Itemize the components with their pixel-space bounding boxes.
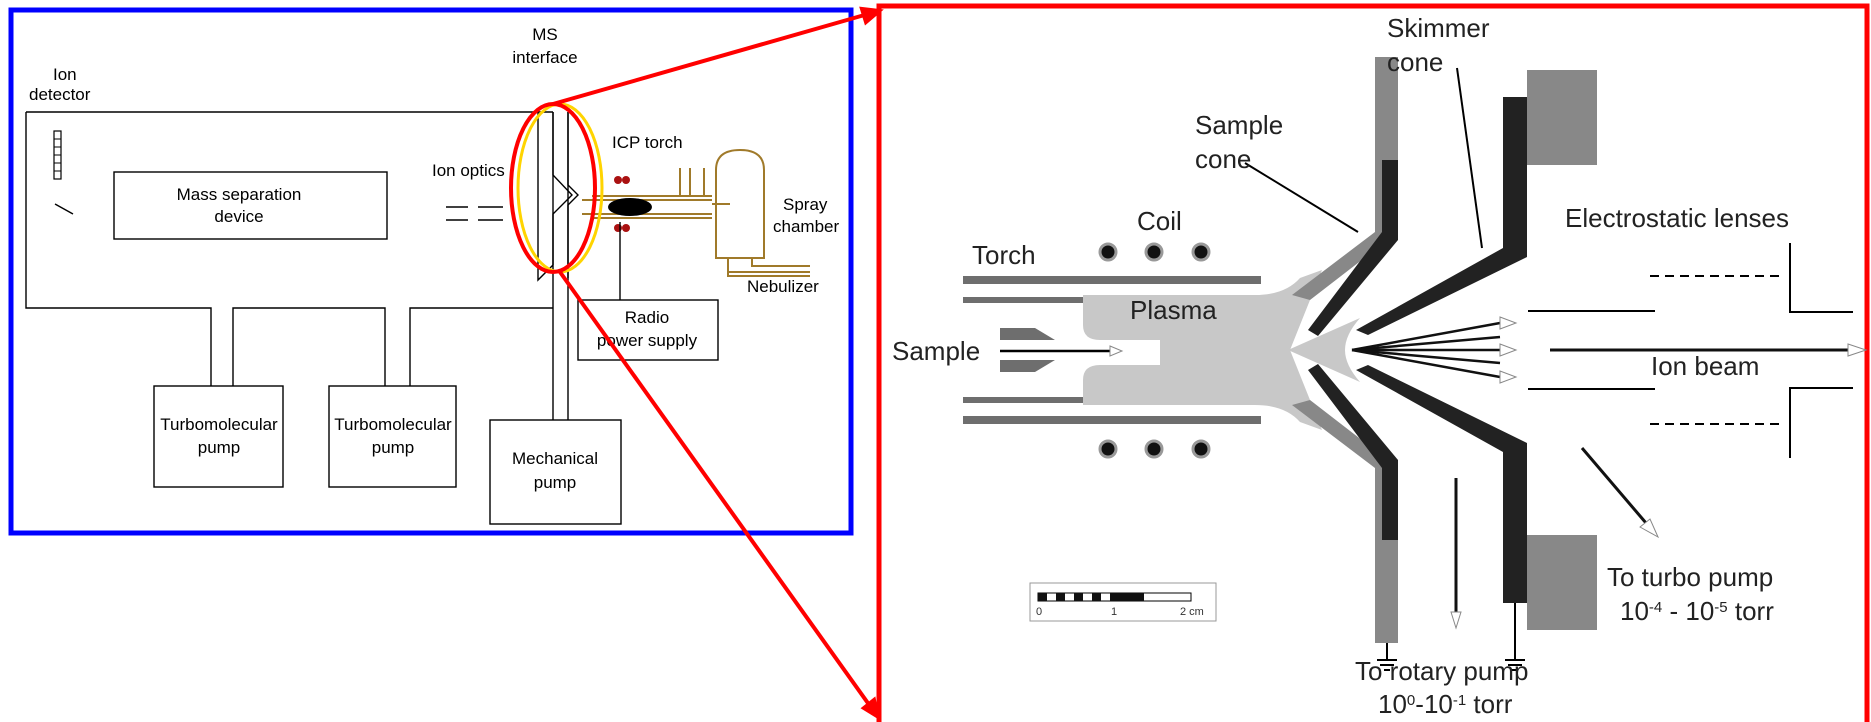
skimmer-cone-label-line1: Skimmer (1387, 13, 1490, 43)
detail-frame (876, 3, 1870, 722)
central-ion-beam-arrowhead (1847, 343, 1868, 357)
turbomolecular-pump-2 (328, 385, 457, 488)
electrostatic-lenses (1528, 243, 1853, 458)
instrument-housing (25, 111, 553, 386)
nebulizer-label: Nebulizer (747, 277, 819, 296)
turbo-pump-arrow (1580, 447, 1648, 524)
icp-plasma-flame (608, 198, 652, 216)
coil-icon (1098, 242, 1211, 459)
torch-tubes (963, 276, 1261, 424)
zoom-highlight-yellow (516, 102, 604, 274)
ground-icon (1377, 603, 1525, 671)
plasma-label: Plasma (1130, 295, 1217, 325)
ion-detector-label-line1: Ion (53, 65, 77, 84)
mechanical-pump (489, 419, 622, 525)
sample-cone-dark-upper (1308, 160, 1398, 336)
sample-cone-label-line2: cone (1195, 144, 1251, 174)
coil-label: Coil (1137, 206, 1182, 236)
scale-bar: 0 1 2 cm (1029, 582, 1217, 622)
skimmer-mount-upper (1527, 70, 1597, 165)
spray-chamber-label-line2: chamber (773, 217, 839, 236)
sample-cone-lower (1292, 400, 1398, 643)
mechanical-pump-lines (537, 112, 569, 420)
sample-cone-dark-lower (1308, 364, 1398, 540)
ion-beam-rays (1351, 321, 1501, 379)
ms-interface-label-line2: interface (512, 48, 577, 67)
turbo-pump-arrowhead (1639, 518, 1660, 539)
sample-label: Sample (892, 336, 980, 366)
mechanical-pump-label-line1: Mechanical (512, 449, 598, 468)
mass-separation-label-line2: device (214, 207, 263, 226)
ion-detector-icon (53, 130, 74, 215)
interface-cones (552, 112, 579, 278)
ion-optics-label: Ion optics (432, 161, 505, 180)
ion-beam-arrowheads (1499, 316, 1518, 384)
sample-cone-label-line1: Sample (1195, 110, 1283, 140)
mass-separation-device (113, 171, 388, 240)
ion-detector-label-line2: detector (29, 85, 91, 104)
scale-tick-2: 2 cm (1180, 606, 1204, 618)
scale-tick-0: 0 (1036, 606, 1042, 618)
ion-beam-label: Ion beam (1651, 351, 1759, 381)
electrostatic-lenses-label: Electrostatic lenses (1565, 203, 1789, 233)
skimmer-cone-label-line2: cone (1387, 47, 1443, 77)
scale-tick-1: 1 (1111, 606, 1117, 618)
turbo-pump-label: To turbo pump (1607, 562, 1773, 592)
ion-optics-lines (446, 206, 503, 221)
plasma-region (1083, 270, 1322, 430)
turbomolecular-pump-1-label-line1: Turbomolecular (160, 415, 278, 434)
sample-cone-upper (1292, 57, 1398, 300)
overview-panel: Turbomolecular pump Turbomolecular pump … (8, 7, 854, 536)
skimmer-mount-lower (1527, 535, 1597, 630)
icp-torch-body (582, 168, 712, 219)
turbo-pump-pressure: 10-4 - 10-5 torr (1620, 596, 1774, 626)
rotary-pump-arrowhead (1450, 611, 1462, 630)
skimmer-cone-lower (1356, 365, 1527, 603)
rotary-pump-pressure: 100-10-1 torr (1378, 689, 1513, 719)
spray-chamber (712, 148, 810, 277)
torch-label: Torch (972, 240, 1036, 270)
spray-chamber-label-line1: Spray (783, 195, 828, 214)
overview-frame (8, 7, 854, 536)
icp-torch-label: ICP torch (612, 133, 683, 152)
skimmer-cone-upper (1356, 97, 1527, 335)
plasma-tip (1288, 318, 1360, 382)
rotary-pump-label: To rotary pump (1355, 656, 1528, 686)
zoom-connector (552, 6, 884, 721)
turbomolecular-pump-1 (153, 385, 284, 488)
turbomolecular-pump-2-label-line2: pump (372, 438, 415, 457)
radio-power-label-line2: power supply (597, 331, 698, 350)
ms-interface-label-line1: MS (532, 25, 558, 44)
detail-panel: 0 1 2 cm Skimmer cone Sample cone Coil T… (876, 3, 1870, 722)
skimmer-cone-callout (1456, 67, 1483, 249)
mass-separation-label-line1: Mass separation (177, 185, 302, 204)
turbomolecular-pump-2-label-line1: Turbomolecular (334, 415, 452, 434)
sample-arrow-head (1109, 345, 1124, 357)
radio-power-label-line1: Radio (625, 308, 669, 327)
mechanical-pump-label-line2: pump (534, 473, 577, 492)
turbomolecular-pump-1-label-line2: pump (198, 438, 241, 457)
sample-cone-callout (1244, 162, 1359, 233)
